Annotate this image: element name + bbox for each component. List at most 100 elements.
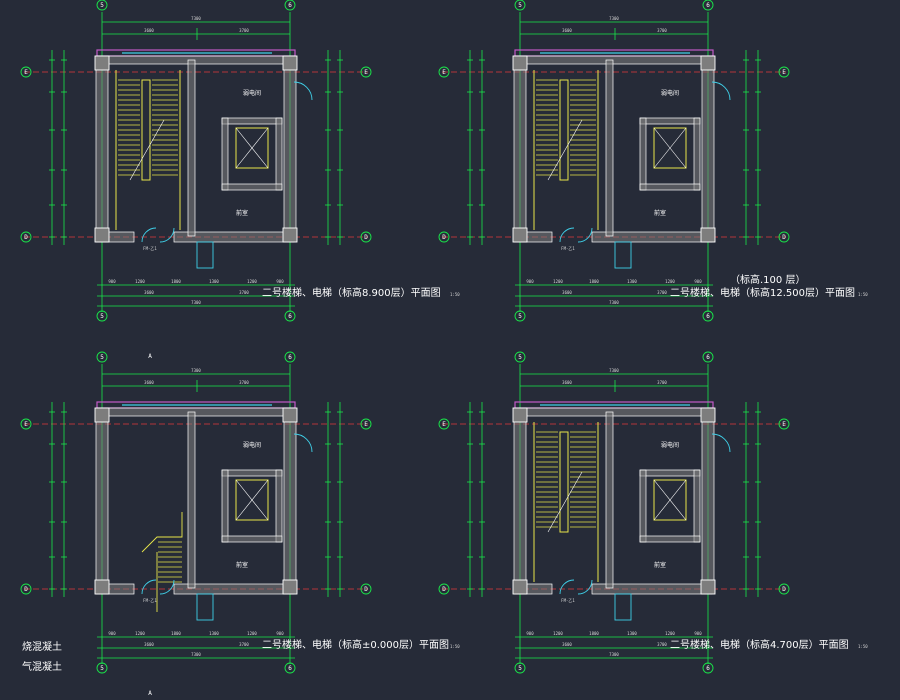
door-tag-fire: FM-乙1 (143, 597, 157, 603)
sheet-note-2: （标高.100 层） (730, 273, 805, 286)
sheet-scale-3: 1:50 (450, 644, 460, 649)
grid-label-col-1: 6 (288, 354, 292, 361)
dim-chain-4: 1200 (247, 279, 257, 284)
wall-segment-9 (639, 183, 701, 191)
grid-bubble-col (702, 310, 714, 322)
grid-bubble-row (20, 583, 32, 595)
wall-segment-5 (605, 411, 614, 589)
wall-segment-6 (639, 117, 701, 125)
dim-overall-top: 7300 (191, 16, 201, 21)
wall-segment-1 (283, 407, 297, 594)
grid-bubble-col (284, 0, 296, 11)
wall-segment-7 (221, 117, 229, 191)
elevator-cross-b (235, 479, 269, 521)
dim-chain-3: 1300 (627, 631, 637, 636)
grid-label-row-0: E (442, 421, 446, 428)
room-label-lobby: 前室 (654, 209, 666, 217)
sheet-scale-1: 1:50 (450, 292, 460, 297)
dim-left-bay-bottom: 3600 (562, 642, 572, 647)
dim-right-bay-top: 3700 (657, 28, 667, 33)
dim-right-bay-bottom: 3700 (239, 642, 249, 647)
dim-chain-2: 1800 (589, 279, 599, 284)
grid-bubble-row (360, 66, 372, 78)
wall-segment-8 (693, 469, 701, 543)
dim-chain-5: 900 (276, 631, 284, 636)
dim-chain-1: 1200 (135, 631, 145, 636)
column-2 (512, 579, 528, 595)
stair-door-swing (141, 227, 175, 243)
stair-well (559, 431, 569, 533)
dim-chain-2: 1800 (589, 631, 599, 636)
grid-bubble-row (438, 583, 450, 595)
grid-bubble-col (514, 662, 526, 674)
grid-bubble-row (438, 66, 450, 78)
side-door-swing (711, 81, 731, 101)
wall-segment-9 (221, 183, 283, 191)
grid-bubble-col (284, 310, 296, 322)
dim-chain-5: 900 (276, 279, 284, 284)
sheet-scale-2: 1:50 (858, 292, 868, 297)
grid-label-col-0: 5 (100, 354, 104, 361)
column-2 (94, 579, 110, 595)
grid-label-col-1: 6 (706, 354, 710, 361)
grid-label-row-2: D (24, 234, 28, 241)
grid-bubble-col (96, 662, 108, 674)
side-door-swing (711, 433, 731, 453)
column-0 (512, 407, 528, 423)
grid-bubble-col (702, 351, 714, 363)
dim-overall-top: 7300 (609, 368, 619, 373)
grid-label-row-0: E (24, 421, 28, 428)
column-1 (700, 407, 716, 423)
column-1 (700, 55, 716, 71)
column-0 (512, 55, 528, 71)
stair-well (141, 79, 151, 181)
dim-chain-1: 1200 (135, 279, 145, 284)
wall-segment-6 (639, 469, 701, 477)
dim-overall-bottom: 7300 (609, 300, 619, 305)
grid-label-col-3: 6 (288, 665, 292, 672)
column-3 (282, 227, 298, 243)
stair-arrow (129, 119, 165, 181)
dim-right-bay-top: 3700 (657, 380, 667, 385)
grid-label-row-1: E (782, 69, 786, 76)
grid-bubble-row (360, 418, 372, 430)
wall-segment-7 (639, 469, 647, 543)
door-tag-fire: FM-乙1 (561, 245, 575, 251)
elevator-cross-b (653, 479, 687, 521)
sheet-title-3: 二号楼梯、电梯（标高±0.000层）平面图 (262, 638, 449, 651)
grid-bubble-col (96, 310, 108, 322)
lobby-door (614, 241, 632, 269)
column-2 (94, 227, 110, 243)
grid-label-col-0: 5 (100, 2, 104, 9)
grid-label-row-0: E (442, 69, 446, 76)
dim-right-bay-top: 3700 (239, 28, 249, 33)
grid-bubble-col (96, 351, 108, 363)
stair-flight (533, 422, 599, 582)
dim-left-bay-top: 3600 (144, 380, 154, 385)
grid-label-row-3: D (782, 234, 786, 241)
dim-chain-2: 1800 (171, 279, 181, 284)
room-label-lobby: 前室 (236, 561, 248, 569)
wall-segment-2 (95, 55, 297, 65)
sheet-scale-4: 1:50 (858, 644, 868, 649)
column-3 (282, 579, 298, 595)
room-label-lobby: 前室 (654, 561, 666, 569)
sheet-title-2: 二号楼梯、电梯（标高12.500层）平面图 (670, 286, 855, 299)
dim-right-bay-bottom: 3700 (239, 290, 249, 295)
stair-door-swing (559, 579, 593, 595)
grid-bubble-row (778, 66, 790, 78)
grid-label-col-1: 6 (706, 2, 710, 9)
wall-segment-9 (639, 535, 701, 543)
side-door-swing (293, 81, 313, 101)
grid-label-col-2: 5 (518, 313, 522, 320)
dim-chain-4: 1200 (247, 631, 257, 636)
wall-segment-8 (693, 117, 701, 191)
grid-bubble-row (360, 231, 372, 243)
wall-segment-8 (275, 117, 283, 191)
dim-left-bay-bottom: 3600 (562, 290, 572, 295)
wall-segment-0 (513, 407, 527, 594)
grid-bubble-row (360, 583, 372, 595)
